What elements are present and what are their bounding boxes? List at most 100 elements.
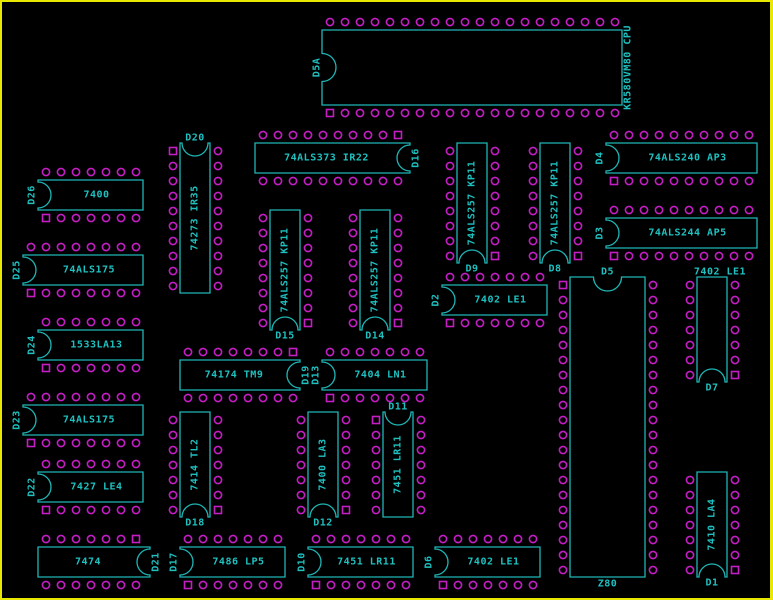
pad — [116, 167, 126, 177]
pad — [558, 490, 568, 500]
pad — [71, 167, 81, 177]
chip-outline — [321, 359, 428, 391]
chip-label: 74ALS257 KP11 — [280, 228, 291, 313]
pad — [505, 17, 515, 27]
pad — [296, 430, 306, 440]
pad — [341, 445, 351, 455]
chip-designator: D11 — [388, 402, 408, 413]
pad — [558, 550, 568, 560]
pad — [445, 191, 455, 201]
pad — [168, 176, 178, 186]
pad — [528, 206, 538, 216]
pad — [648, 355, 658, 365]
pad — [535, 108, 545, 118]
pad — [183, 534, 193, 544]
pad — [685, 535, 695, 545]
pad — [550, 108, 560, 118]
pad — [183, 393, 193, 403]
pad — [386, 534, 396, 544]
pin1-pad — [609, 176, 619, 186]
pad — [168, 266, 178, 276]
pin1-pad — [730, 370, 740, 380]
chip-outline — [456, 142, 488, 264]
pad — [116, 580, 126, 590]
pad — [468, 580, 478, 590]
pad — [213, 445, 223, 455]
pad — [730, 475, 740, 485]
pad — [684, 251, 694, 261]
pad — [648, 280, 658, 290]
chip-designator: D7 — [705, 383, 718, 394]
pad — [400, 347, 410, 357]
pad — [565, 17, 575, 27]
pad — [273, 130, 283, 140]
pin1-pad — [26, 288, 36, 298]
pad — [116, 459, 126, 469]
pad — [213, 236, 223, 246]
pad — [355, 347, 365, 357]
pad — [213, 475, 223, 485]
pad — [303, 176, 313, 186]
chip-label: 7451 LR11 — [393, 435, 404, 494]
chip-d11[interactable]: 7451 LR11 D11 — [371, 402, 426, 518]
pad — [371, 505, 381, 515]
pad — [730, 550, 740, 560]
pad — [86, 505, 96, 515]
pin1-pad — [168, 146, 178, 156]
pad — [348, 288, 358, 298]
pad — [730, 520, 740, 530]
chip-label: 74174 TM9 — [205, 370, 264, 381]
pad — [573, 191, 583, 201]
pad — [685, 490, 695, 500]
pad — [505, 108, 515, 118]
pad — [356, 534, 366, 544]
pad — [558, 460, 568, 470]
pad — [685, 355, 695, 365]
pad — [56, 213, 66, 223]
pin1-pad — [213, 505, 223, 515]
pad — [56, 580, 66, 590]
pad — [363, 130, 373, 140]
chip-outline — [22, 254, 144, 286]
pad — [273, 580, 283, 590]
pad — [609, 205, 619, 215]
pad — [453, 534, 463, 544]
pad — [685, 565, 695, 575]
pad — [639, 205, 649, 215]
pad — [744, 176, 754, 186]
pad — [326, 580, 336, 590]
pad — [341, 534, 351, 544]
pad — [528, 191, 538, 201]
pad — [273, 176, 283, 186]
pad — [303, 258, 313, 268]
chip-label: 74ALS257 KP11 — [550, 161, 561, 246]
pad — [86, 580, 96, 590]
